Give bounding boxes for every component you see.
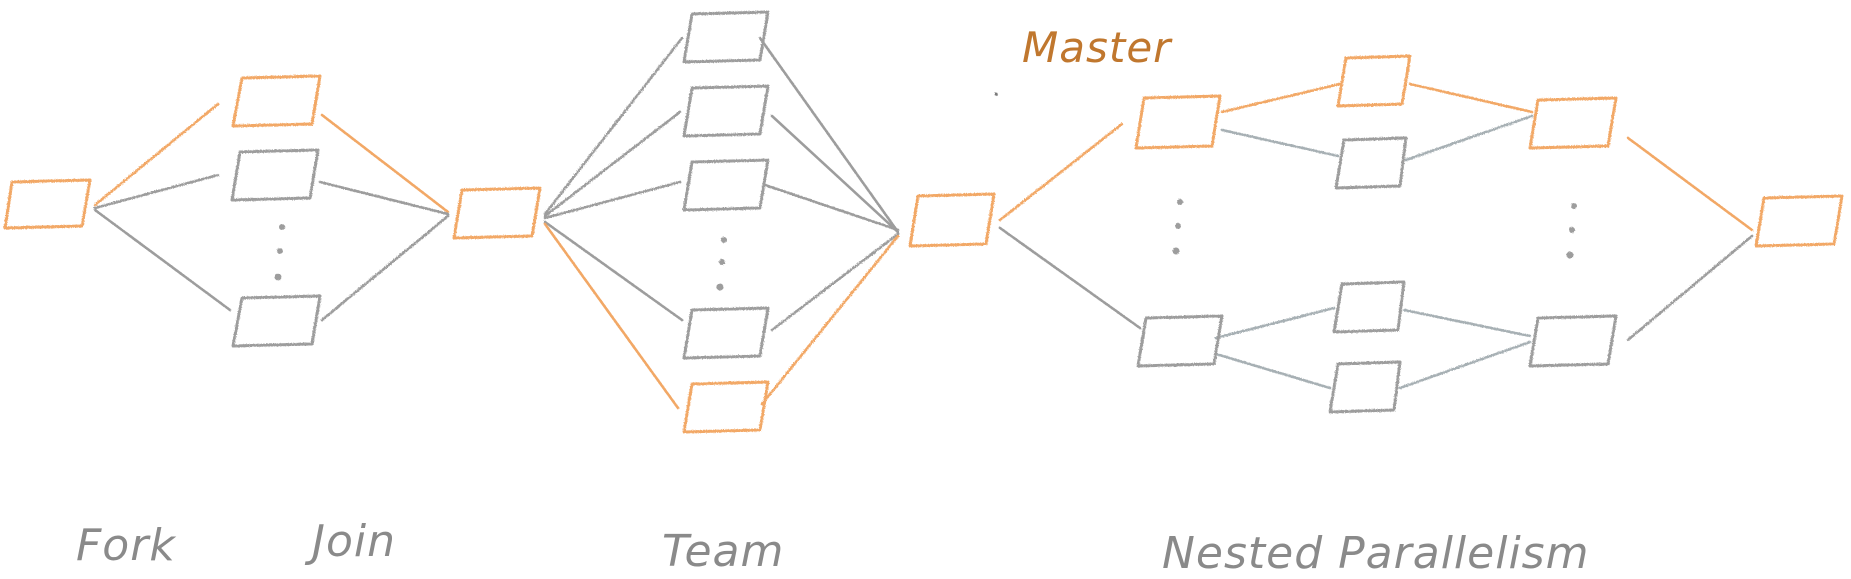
fork-edge-worker — [93, 173, 220, 210]
fork-label: Fork — [76, 520, 176, 571]
team-edge-worker — [543, 180, 682, 220]
team-edge-worker — [758, 36, 900, 234]
nested-inner-box — [1332, 280, 1406, 334]
ellipsis-dot — [277, 248, 283, 254]
nested-edge-inner — [1398, 340, 1532, 390]
team-worker-box — [682, 84, 770, 138]
ellipsis-dot — [1177, 199, 1183, 205]
nested-edge-master — [1220, 82, 1342, 114]
nested-inner-box — [1328, 360, 1402, 414]
nested-edge-worker — [998, 226, 1142, 330]
join-label: Join — [304, 516, 396, 567]
fork-join-group — [3, 74, 542, 348]
nested-edge-inner — [1214, 352, 1332, 390]
ellipsis-dot — [274, 273, 282, 281]
nested-inner-box — [1334, 136, 1408, 190]
master-label: Master — [1022, 23, 1173, 72]
join-edge-master — [320, 113, 450, 214]
fork-worker-box — [230, 148, 320, 202]
team-edge-master — [760, 234, 900, 406]
ellipsis-dot — [1175, 223, 1181, 229]
nested-master-box — [1336, 54, 1412, 108]
fork-source-box — [3, 178, 92, 230]
nested-edge-master — [1626, 136, 1754, 232]
team-worker-box — [682, 306, 770, 360]
join-edge-worker — [318, 180, 450, 216]
nested-master-box — [1134, 94, 1222, 150]
fork-edge-master — [93, 102, 220, 207]
join-edge-worker — [320, 214, 450, 322]
team-target-box — [908, 192, 996, 248]
ellipsis-dot — [716, 283, 724, 291]
ellipsis-dot — [1566, 251, 1574, 259]
team-edge-worker — [543, 36, 684, 216]
nested-label: Nested Parallelism — [1162, 528, 1589, 579]
team-edge-worker — [763, 183, 900, 232]
ellipsis-dot — [1569, 227, 1575, 233]
fork-edge-worker — [93, 208, 232, 312]
nested-edge-master — [1408, 82, 1534, 114]
ellipsis-dot — [1172, 247, 1180, 255]
join-target-box — [452, 186, 542, 240]
team-edge-worker — [770, 114, 900, 234]
nested-edge-master — [998, 122, 1124, 222]
nested-edge-worker — [1626, 234, 1754, 342]
team-edge-worker — [543, 110, 682, 218]
ellipsis-dot — [279, 224, 285, 230]
team-edge-master — [543, 222, 680, 410]
nested-edge-inner — [1214, 306, 1336, 340]
ellipsis-dot — [1571, 203, 1577, 209]
team-edge-worker — [770, 232, 900, 332]
ellipsis-dot — [721, 237, 727, 243]
nested-edge-inner — [1220, 128, 1340, 158]
stray-dot — [994, 92, 998, 96]
team-worker-box — [682, 158, 770, 212]
nested-edge-inner — [1402, 308, 1532, 338]
team-label: Team — [662, 526, 784, 577]
diagram-drawing — [3, 10, 1844, 434]
team-worker-box — [682, 10, 770, 64]
nested-group — [994, 54, 1844, 414]
nested-master-box — [1528, 96, 1618, 150]
ellipsis-dot — [719, 259, 725, 265]
nested-final-box — [1754, 194, 1844, 248]
team-group — [543, 10, 996, 434]
nested-worker-box — [1528, 314, 1618, 368]
nested-worker-box — [1136, 314, 1224, 368]
fork-worker-box — [231, 294, 322, 348]
team-edge-worker — [543, 220, 684, 322]
fork-master-box — [231, 74, 322, 128]
team-master-box — [682, 380, 770, 434]
nested-edge-inner — [1404, 114, 1534, 162]
